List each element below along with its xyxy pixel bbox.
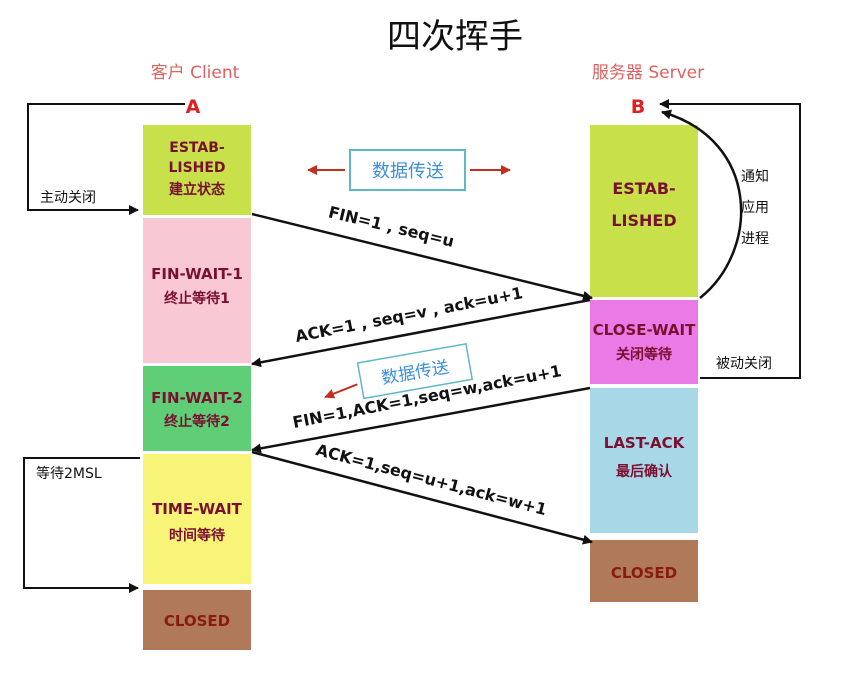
active-close-note: 主动关闭 [40, 190, 96, 206]
client-state-text: 时间等待 [169, 527, 225, 544]
client-state-text: TIME-WAIT [152, 500, 243, 518]
client-state-text: ESTAB- [169, 140, 225, 156]
fin2-arrow [251, 386, 591, 454]
client-state-fin-wait-1: FIN-WAIT-1 终止等待1 [143, 218, 251, 363]
server-state-text: ESTAB- [612, 179, 675, 198]
server-state-estab: ESTAB- LISHED [590, 125, 698, 297]
server-label: 服务器 Server [592, 63, 704, 83]
diagram-title: 四次挥手 [387, 17, 523, 57]
notify-app-arrow [661, 109, 743, 299]
ack2-arrow [251, 450, 593, 545]
server-state-text: LAST-ACK [604, 434, 686, 452]
wait-2msl-arrow [23, 457, 140, 593]
notify-app-note: 进程 [741, 231, 769, 247]
client-state-text: 终止等待1 [164, 290, 230, 307]
data-transfer-middle: 数据传送 [324, 342, 474, 400]
client-state-text: CLOSED [164, 612, 230, 630]
server-state-closed: CLOSED [590, 540, 698, 602]
server-state-last-ack: LAST-ACK 最后确认 [590, 388, 698, 533]
server-state-text: 最后确认 [616, 463, 673, 480]
ack1-label: ACK=1 , seq=v , ack=u+1 [294, 283, 525, 346]
server-state-text: LISHED [611, 211, 676, 230]
client-state-time-wait: TIME-WAIT 时间等待 [143, 454, 251, 584]
notify-app-note: 通知 [741, 168, 769, 185]
data-transfer-label: 数据传送 [372, 161, 444, 182]
client-state-text: FIN-WAIT-2 [151, 389, 243, 407]
passive-close-note: 被动关闭 [716, 356, 772, 372]
ack2-label: ACK=1,seq=u+1,ack=w+1 [314, 440, 549, 519]
server-state-text: 关闭等待 [616, 346, 672, 363]
server-letter: B [631, 96, 645, 118]
client-state-text: FIN-WAIT-1 [151, 265, 243, 283]
fin1-arrow [251, 212, 593, 301]
server-state-close-wait: CLOSE-WAIT 关闭等待 [590, 300, 698, 384]
server-state-text: CLOSE-WAIT [593, 321, 696, 339]
passive-close-arrow [659, 99, 801, 379]
notify-app-note: 应用 [741, 199, 769, 216]
client-state-text: 终止等待2 [164, 413, 230, 430]
client-label: 客户 Client [151, 63, 240, 83]
ack1-arrow [251, 298, 591, 368]
client-letter: A [186, 96, 201, 118]
data-transfer-top: 数据传送 [307, 149, 511, 191]
client-state-text: 建立状态 [169, 181, 225, 198]
client-state-text: LISHED [168, 160, 225, 176]
server-state-text: CLOSED [611, 564, 677, 582]
fin1-label: FIN=1 , seq=u [327, 202, 457, 251]
client-state-closed: CLOSED [143, 590, 251, 650]
client-state-estab: ESTAB- LISHED 建立状态 [143, 125, 251, 215]
active-close-arrow [27, 103, 185, 215]
wait-2msl-note: 等待2MSL [36, 465, 102, 482]
client-state-fin-wait-2: FIN-WAIT-2 终止等待2 [143, 366, 251, 451]
